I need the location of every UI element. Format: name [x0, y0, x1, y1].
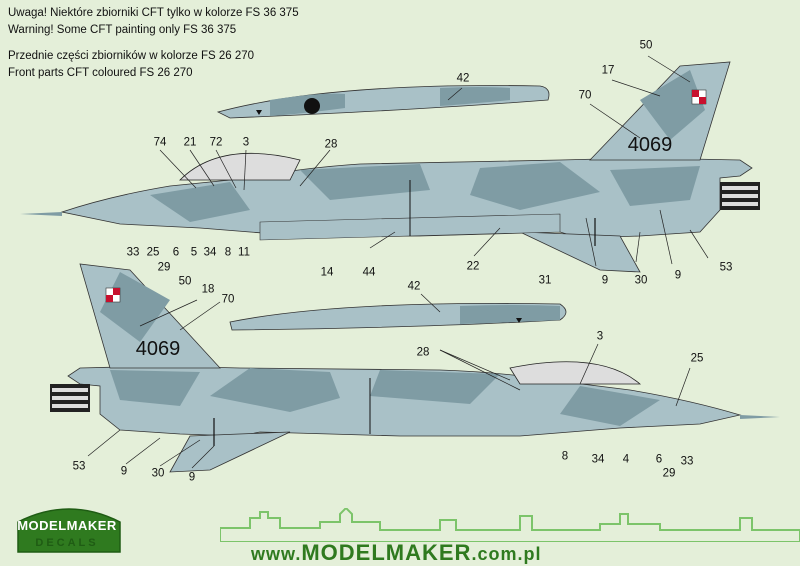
callout-label: 50 — [178, 275, 192, 288]
callout-label: 25 — [690, 352, 704, 365]
callout-label: 3 — [596, 330, 604, 343]
callout-label: 8 — [561, 450, 569, 463]
callout-label: 53 — [719, 261, 733, 274]
callout-label: 18 — [201, 283, 215, 296]
callout-label: 31 — [538, 274, 552, 287]
callout-label: 53 — [72, 460, 86, 473]
cft-panel-top — [216, 85, 550, 119]
callout-label: 72 — [209, 136, 223, 149]
logo-wordmark: MODELMAKER — [17, 518, 117, 533]
footer-url[interactable]: www.MODELMAKER.com.pl — [251, 540, 541, 566]
callout-label: 5 — [190, 246, 198, 259]
skyline-decoration — [220, 508, 800, 542]
callout-label: 14 — [320, 266, 334, 279]
callout-label: 28 — [416, 346, 430, 359]
callout-label: 3 — [242, 136, 250, 149]
callout-label: 9 — [674, 269, 682, 282]
leader-lines — [87, 55, 709, 469]
callout-label: 6 — [655, 453, 663, 466]
callout-label: 42 — [407, 280, 421, 293]
callout-label: 9 — [188, 471, 196, 484]
footer-url-prefix: www. — [251, 544, 302, 564]
logo-subtitle: DECALS — [35, 537, 99, 549]
footer-url-brand: MODELMAKER — [301, 540, 472, 565]
warning-note-en: Warning! Some CFT painting only FS 36 37… — [8, 24, 237, 36]
footer-url-suffix: .com.pl — [471, 544, 542, 564]
tail-number-top: 4069 — [627, 134, 673, 156]
callout-label: 11 — [238, 246, 250, 259]
warning-note-pl: Uwaga! Niektóre zbiorniki CFT tylko w ko… — [8, 7, 299, 19]
callout-label: 17 — [601, 64, 615, 77]
tail-number-bottom: 4069 — [135, 338, 181, 360]
callout-label: 33 — [680, 455, 694, 468]
f16-top-profile — [20, 61, 760, 273]
callout-label: 34 — [203, 246, 217, 259]
callout-label: 22 — [466, 260, 480, 273]
callout-label: 28 — [324, 138, 338, 151]
callout-label: 42 — [456, 72, 470, 85]
callout-label: 25 — [146, 246, 160, 259]
callout-label: 8 — [224, 246, 232, 259]
callout-label: 44 — [362, 266, 376, 279]
callout-label: 21 — [183, 136, 197, 149]
callout-label: 34 — [591, 453, 605, 466]
cft-panel-bottom — [229, 302, 567, 331]
callout-label: 4 — [622, 453, 630, 466]
callout-label: 33 — [126, 246, 140, 259]
callout-label: 29 — [662, 467, 676, 480]
callout-label: 9 — [120, 465, 128, 478]
callout-label: 6 — [172, 246, 180, 259]
callout-label: 50 — [639, 39, 653, 52]
callout-label: 74 — [153, 136, 167, 149]
front-parts-note-en: Front parts CFT coloured FS 26 270 — [8, 67, 193, 79]
callout-label: 70 — [578, 89, 592, 102]
callout-label: 30 — [634, 274, 648, 287]
front-parts-note-pl: Przednie części zbiorników w kolorze FS … — [8, 50, 255, 62]
logo-badge — [17, 508, 121, 553]
callout-label: 9 — [601, 274, 609, 287]
callout-label: 29 — [157, 261, 171, 274]
f16-bottom-profile — [50, 263, 780, 473]
callout-label: 30 — [151, 467, 165, 480]
callout-label: 70 — [221, 293, 235, 306]
logo: MODELMAKER DECALS — [14, 512, 120, 554]
